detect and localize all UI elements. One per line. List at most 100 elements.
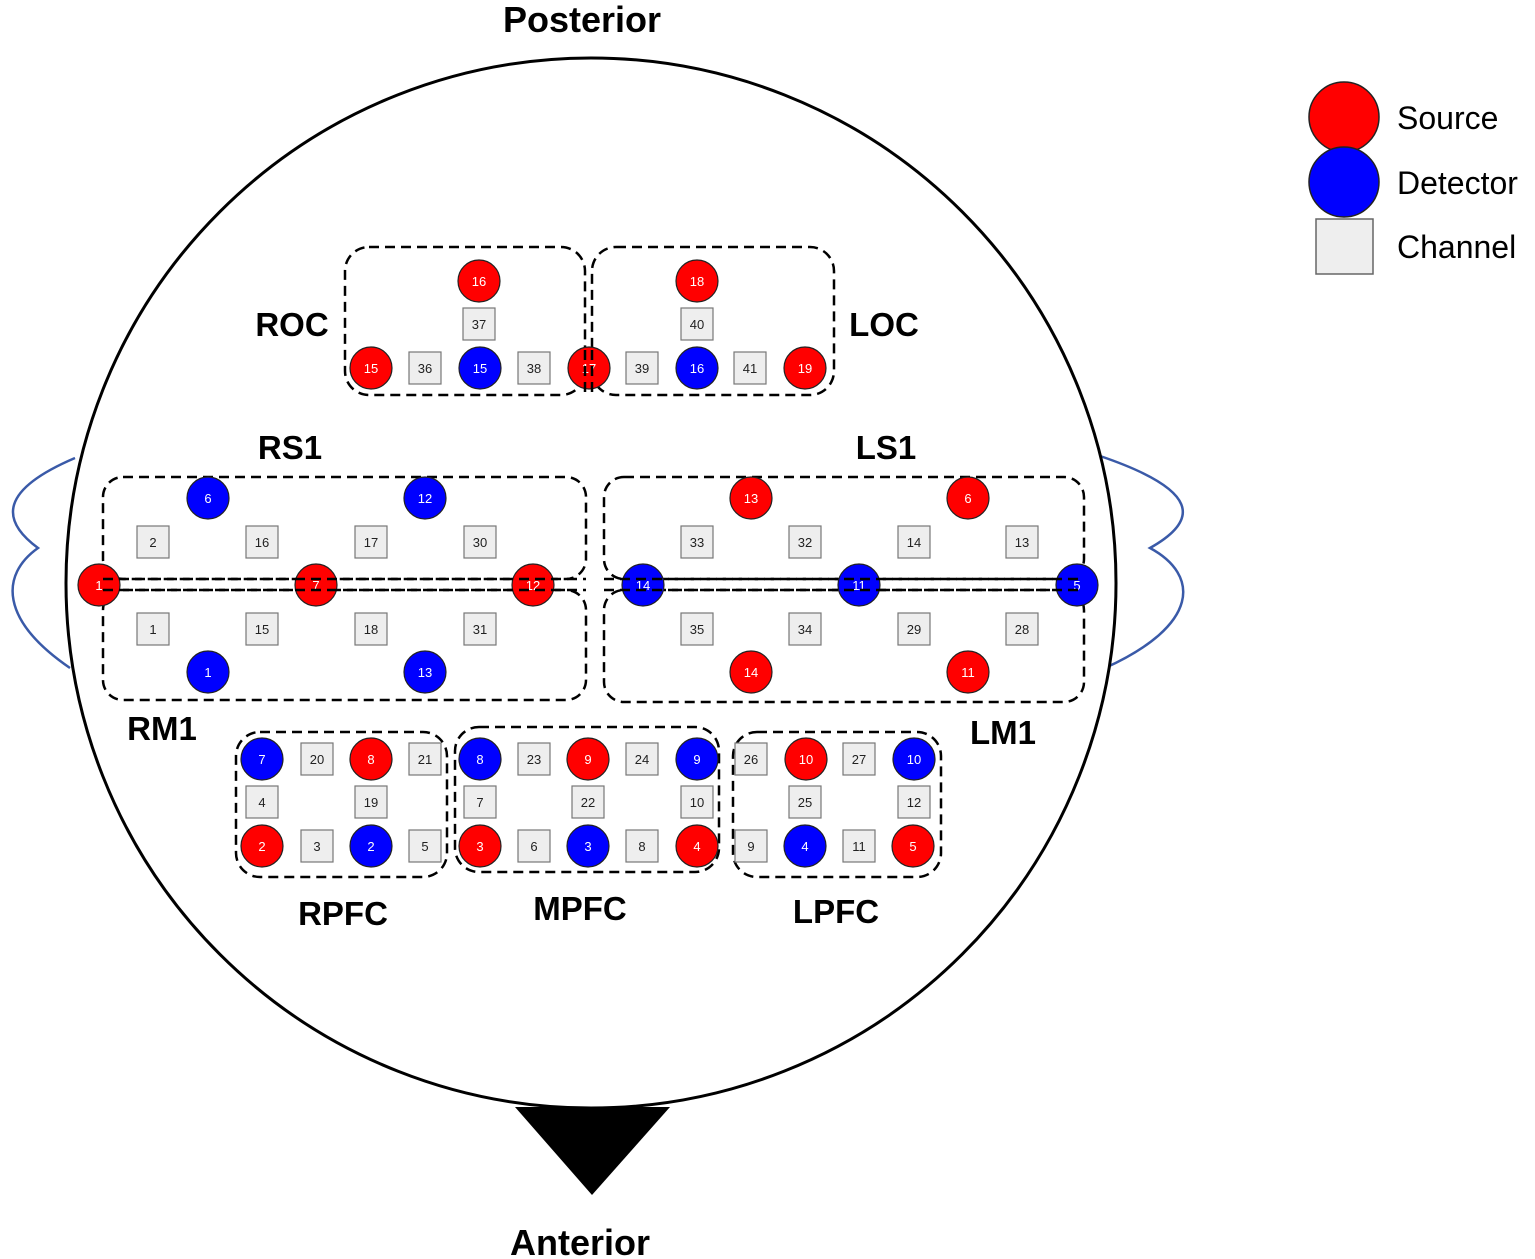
channel-number: 36 [418, 361, 432, 376]
channel-number: 33 [690, 535, 704, 550]
detector-marker [186, 650, 230, 694]
source-number: 13 [744, 491, 758, 506]
channel-number: 32 [798, 535, 812, 550]
source-marker [946, 650, 990, 694]
channel-marker [1005, 612, 1039, 646]
detector-marker [240, 737, 284, 781]
detector-marker [186, 476, 230, 520]
channel-marker [842, 829, 876, 863]
channel-marker [517, 742, 551, 776]
detector-number: 6 [204, 491, 211, 506]
channel-marker [680, 525, 714, 559]
source-marker [729, 650, 773, 694]
source-marker [458, 824, 502, 868]
channel-marker [571, 785, 605, 819]
channel-number: 24 [635, 752, 649, 767]
channel-marker [734, 829, 768, 863]
region-label-rpfc: RPFC [298, 895, 388, 932]
channel-marker [897, 525, 931, 559]
detector-marker [566, 824, 610, 868]
channel-number: 39 [635, 361, 649, 376]
channel-number: 23 [527, 752, 541, 767]
channel-marker [463, 785, 497, 819]
detector-number: 16 [690, 361, 704, 376]
source-number: 2 [258, 839, 265, 854]
source-marker [294, 563, 338, 607]
source-marker [566, 737, 610, 781]
region-box-roc [343, 245, 587, 397]
channel-marker [408, 351, 442, 385]
region-box-rpfc [234, 730, 449, 879]
detector-number: 15 [473, 361, 487, 376]
channel-number: 8 [638, 839, 645, 854]
source-number: 11 [961, 665, 975, 680]
legend-source-marker [1308, 81, 1380, 153]
channel-number: 41 [743, 361, 757, 376]
source-number: 19 [798, 361, 812, 376]
anterior-label: Anterior [510, 1222, 650, 1259]
source-number: 14 [744, 665, 758, 680]
source-number: 7 [312, 578, 319, 593]
channel-marker [354, 785, 388, 819]
detector-marker [403, 650, 447, 694]
source-number: 5 [909, 839, 916, 854]
legend-detector-marker [1308, 146, 1380, 218]
channel-number: 26 [744, 752, 758, 767]
channel-number: 3 [313, 839, 320, 854]
channel-marker [245, 525, 279, 559]
channel-marker [625, 742, 659, 776]
source-marker [946, 476, 990, 520]
channel-marker [408, 742, 442, 776]
region-label-lm1: LM1 [970, 714, 1036, 751]
channel-number: 35 [690, 622, 704, 637]
detector-marker [458, 737, 502, 781]
channel-number: 40 [690, 317, 704, 332]
channel-number: 28 [1015, 622, 1029, 637]
channel-number: 38 [527, 361, 541, 376]
channel-number: 1 [149, 622, 156, 637]
channel-number: 11 [852, 839, 866, 854]
channel-marker [733, 351, 767, 385]
source-number: 18 [690, 274, 704, 289]
source-number: 4 [693, 839, 700, 854]
region-label-rs1: RS1 [258, 429, 322, 466]
region-box-lm1 [602, 588, 1086, 704]
right-ear-outline [11, 456, 76, 670]
detector-marker [349, 824, 393, 868]
detector-number: 12 [418, 491, 432, 506]
source-number: 8 [367, 752, 374, 767]
detector-number: 1 [204, 665, 211, 680]
detector-marker [837, 563, 881, 607]
channel-marker [734, 742, 768, 776]
channel-marker [625, 829, 659, 863]
source-marker [349, 737, 393, 781]
source-number: 15 [364, 361, 378, 376]
channel-number: 9 [747, 839, 754, 854]
region-box-mpfc [453, 725, 721, 874]
detector-number: 3 [584, 839, 591, 854]
channel-marker [680, 785, 714, 819]
legend-source-label: Source [1397, 100, 1498, 136]
channel-number: 25 [798, 795, 812, 810]
channel-marker [463, 612, 497, 646]
region-label-lpfc: LPFC [793, 893, 879, 930]
posterior-label: Posterior [503, 0, 661, 40]
channel-number: 12 [907, 795, 921, 810]
channel-marker [136, 525, 170, 559]
channel-marker [680, 307, 714, 341]
channel-number: 21 [418, 752, 432, 767]
detector-marker [458, 346, 502, 390]
legend-channel-label: Channel [1397, 229, 1516, 265]
channel-number: 18 [364, 622, 378, 637]
detector-number: 2 [367, 839, 374, 854]
channel-number: 6 [530, 839, 537, 854]
channel-marker [463, 525, 497, 559]
channel-number: 4 [258, 795, 265, 810]
channel-number: 13 [1015, 535, 1029, 550]
channel-marker [897, 785, 931, 819]
channel-marker [354, 525, 388, 559]
channel-number: 19 [364, 795, 378, 810]
